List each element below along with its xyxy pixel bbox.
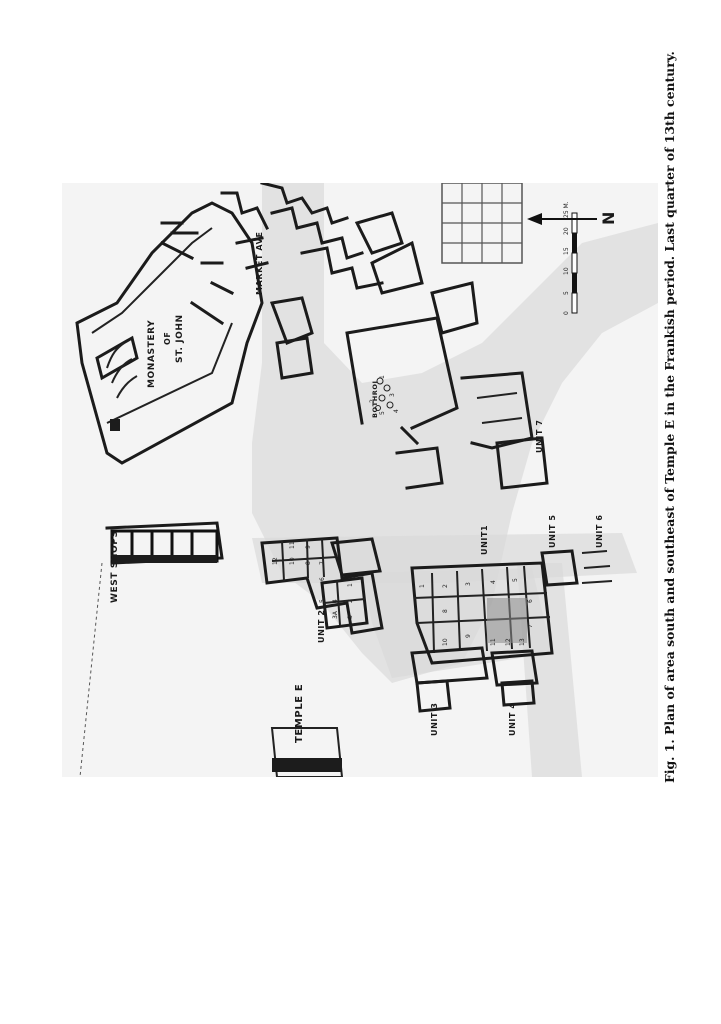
room-number: 5 bbox=[319, 599, 326, 603]
label-unit4: UNIT 4 bbox=[508, 702, 517, 736]
plan-labels: WEST SHOPS MONASTERY OF ST. JOHN MARKET … bbox=[110, 231, 604, 743]
bothroi-courtyard bbox=[345, 316, 459, 490]
room-number: 11 bbox=[490, 638, 497, 646]
label-temple-e: TEMPLE E bbox=[294, 684, 305, 743]
bothroi-number: 1 bbox=[379, 375, 386, 379]
room-number: 6 bbox=[527, 599, 534, 603]
scale-tick-label: 20 bbox=[563, 227, 570, 235]
label-west-shops: WEST SHOPS bbox=[110, 530, 120, 603]
room-number: 10 bbox=[442, 638, 449, 646]
room-number: 12 bbox=[505, 638, 512, 646]
temple-e bbox=[270, 727, 344, 777]
unit-3-4-buildings bbox=[415, 679, 536, 713]
label-monastery-line2: OF bbox=[163, 332, 172, 345]
label-unit7: UNIT 7 bbox=[535, 419, 544, 453]
bothroi-number: 5 bbox=[379, 411, 386, 415]
bothroi-number: 3 bbox=[389, 393, 396, 397]
room-number: 5 bbox=[512, 578, 519, 582]
stippled-streets bbox=[252, 183, 658, 777]
market-ave-blocks bbox=[260, 183, 523, 380]
label-unit1: UNIT1 bbox=[480, 525, 489, 555]
unit-1-complex bbox=[410, 561, 554, 687]
room-number: 3A bbox=[332, 610, 339, 619]
room-number: 4 bbox=[332, 599, 339, 603]
room-number: 3 bbox=[465, 582, 472, 586]
room-number: 2 bbox=[347, 599, 354, 603]
room-number: 4 bbox=[490, 580, 497, 584]
unit-7-building bbox=[460, 371, 549, 490]
label-unit5: UNIT 5 bbox=[548, 514, 557, 548]
room-number: 11 bbox=[289, 541, 296, 549]
figure-caption: Fig. 1. Plan of area south and southeast… bbox=[645, 51, 695, 783]
room-number: 1 bbox=[347, 583, 354, 587]
room-number: 9 bbox=[305, 545, 312, 549]
north-arrow-icon: N bbox=[527, 211, 618, 225]
label-monastery-line3: ST. JOHN bbox=[175, 314, 185, 363]
room-number: 1 bbox=[419, 584, 426, 588]
room-number: 8 bbox=[305, 561, 312, 565]
bothroi-number: 2 bbox=[369, 399, 376, 403]
scale-tick-label: 10 bbox=[563, 267, 570, 275]
room-number: 2 bbox=[442, 584, 449, 588]
caption-body: Plan of area south and southeast of Temp… bbox=[662, 51, 677, 735]
room-number: 7 bbox=[319, 561, 326, 565]
unit1-room-numbers: 1 2 3 4 5 6 7 8 9 10 11 12 13 bbox=[419, 578, 534, 646]
room-number: 13 bbox=[519, 638, 526, 646]
caption-prefix: Fig. 1. bbox=[662, 739, 677, 783]
scale-tick-label: 25 M. bbox=[563, 201, 570, 218]
scale-tick-label: 5 bbox=[563, 291, 570, 295]
label-monastery-line1: MONASTERY bbox=[147, 320, 157, 388]
label-bothroi: BOTHROI bbox=[371, 380, 379, 418]
unit-2-block bbox=[260, 536, 384, 635]
room-number: 3 bbox=[347, 615, 354, 619]
room-number: 7 bbox=[527, 624, 534, 628]
site-plan: WEST SHOPS MONASTERY OF ST. JOHN MARKET … bbox=[62, 183, 658, 777]
scale-tick-label: 15 bbox=[563, 247, 570, 255]
room-number: 10 bbox=[289, 557, 296, 565]
monastery-of-st-john bbox=[75, 191, 270, 465]
room-number: 6 bbox=[319, 577, 326, 581]
unit2-room-numbers: 12 10 11 9 8 7 6 5 4 3A 3 2 1 bbox=[272, 541, 354, 619]
label-unit3: UNIT 3 bbox=[430, 702, 439, 736]
room-number: 8 bbox=[442, 609, 449, 613]
bothroi-numbers: 1 2 3 4 5 bbox=[369, 375, 400, 415]
label-market-ave: MARKET AVE bbox=[255, 231, 264, 295]
room-number: 9 bbox=[465, 634, 472, 638]
scale-bar: 0 5 10 15 20 25 M. bbox=[563, 201, 578, 315]
north-arrow-letter: N bbox=[599, 211, 618, 225]
room-number: 12 bbox=[272, 557, 279, 565]
bothroi-number: 4 bbox=[393, 409, 400, 413]
unit-5-6-area bbox=[540, 549, 613, 587]
figure-caption-text: Fig. 1. Plan of area south and southeast… bbox=[645, 51, 695, 783]
west-shops bbox=[79, 521, 224, 777]
label-unit2: UNIT 2 bbox=[317, 609, 326, 643]
label-unit6: UNIT 6 bbox=[595, 514, 604, 548]
scale-tick-label: 0 bbox=[563, 311, 570, 315]
